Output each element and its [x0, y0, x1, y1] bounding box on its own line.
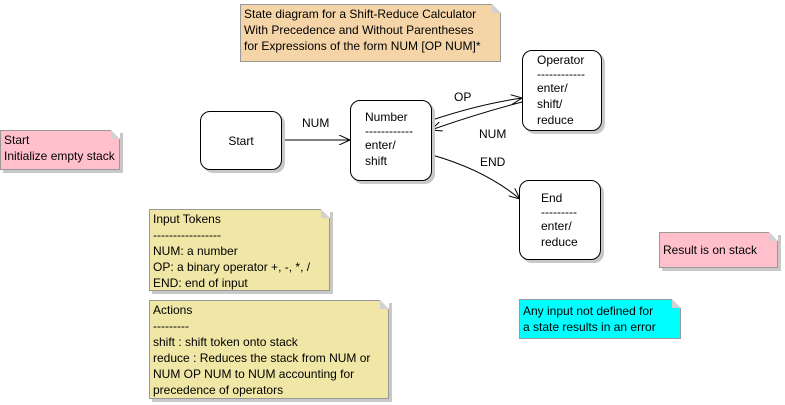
tokens-line-5: END: end of input [153, 276, 248, 290]
note-fold-icon [672, 299, 681, 308]
start-note: Start Initialize empty stack [0, 130, 120, 170]
state-operator-title: Operator [537, 53, 585, 67]
actions-line-2: --------- [153, 319, 189, 333]
note-fold-icon [321, 209, 330, 218]
state-end-divider: --------- [541, 205, 577, 219]
title-note: State diagram for a Shift-Reduce Calcula… [240, 4, 501, 62]
state-end-line-4: reduce [541, 235, 578, 249]
state-end-line-3: enter/ [541, 219, 572, 233]
actions-line-4: reduce : Reduces the stack from NUM or [153, 351, 371, 365]
result-note: Result is on stack [659, 232, 778, 268]
actions-note: Actions --------- shift : shift token on… [149, 300, 389, 399]
edge-label-operator-number: NUM [479, 127, 507, 141]
tokens-line-2: ----------------- [153, 228, 221, 242]
title-line-2: With Precedence and Without Parentheses [244, 23, 474, 37]
state-number-line-4: shift [365, 154, 388, 168]
state-start-label: Start [228, 134, 254, 148]
tokens-line-1: Input Tokens [153, 212, 221, 226]
input-tokens-note: Input Tokens ----------------- NUM: a nu… [149, 209, 330, 291]
state-operator-line-5: reduce [537, 113, 574, 127]
note-fold-icon [111, 130, 120, 139]
state-operator-line-3: enter/ [537, 81, 568, 95]
state-number-title: Number [365, 110, 408, 124]
tokens-line-3: NUM: a number [153, 244, 238, 258]
edge-number-to-end [431, 154, 520, 199]
edge-label-start-number: NUM [302, 116, 330, 130]
title-line-3: for Expressions of the form NUM [OP NUM]… [244, 39, 481, 53]
actions-line-1: Actions [153, 303, 193, 317]
edge-label-number-end: END [480, 155, 506, 169]
start-note-line-1: Start [4, 133, 30, 147]
state-number[interactable]: Number ------------ enter/ shift [350, 100, 432, 181]
result-note-text: Result is on stack [663, 243, 758, 257]
error-note-line-1: Any input not defined for [523, 304, 654, 318]
title-line-1: State diagram for a Shift-Reduce Calcula… [244, 7, 477, 21]
state-operator-divider: ------------ [537, 67, 585, 81]
edge-label-number-operator: OP [454, 90, 472, 104]
tokens-line-4: OP: a binary operator +, -, *, / [153, 260, 311, 274]
state-end[interactable]: End --------- enter/ reduce [519, 180, 601, 260]
edge-operator-to-number [431, 101, 523, 130]
error-note-line-2: a state results in an error [523, 320, 656, 334]
note-fold-icon [380, 300, 389, 309]
state-number-divider: ------------ [365, 124, 413, 138]
actions-line-3: shift : shift token onto stack [153, 335, 298, 349]
state-end-title: End [541, 191, 563, 205]
start-note-line-2: Initialize empty stack [4, 149, 115, 163]
actions-line-6: precedence of operators [153, 383, 284, 397]
error-note: Any input not defined for a state result… [519, 299, 681, 339]
state-operator-line-4: shift/ [537, 97, 563, 111]
note-fold-icon [492, 4, 501, 13]
state-start[interactable]: Start [200, 111, 282, 170]
state-number-line-3: enter/ [365, 138, 396, 152]
note-fold-icon [769, 232, 778, 241]
actions-line-5: NUM OP NUM to NUM accounting for [153, 367, 355, 381]
state-operator[interactable]: Operator ------------ enter/ shift/ redu… [522, 50, 602, 131]
edge-number-to-operator [431, 98, 522, 121]
